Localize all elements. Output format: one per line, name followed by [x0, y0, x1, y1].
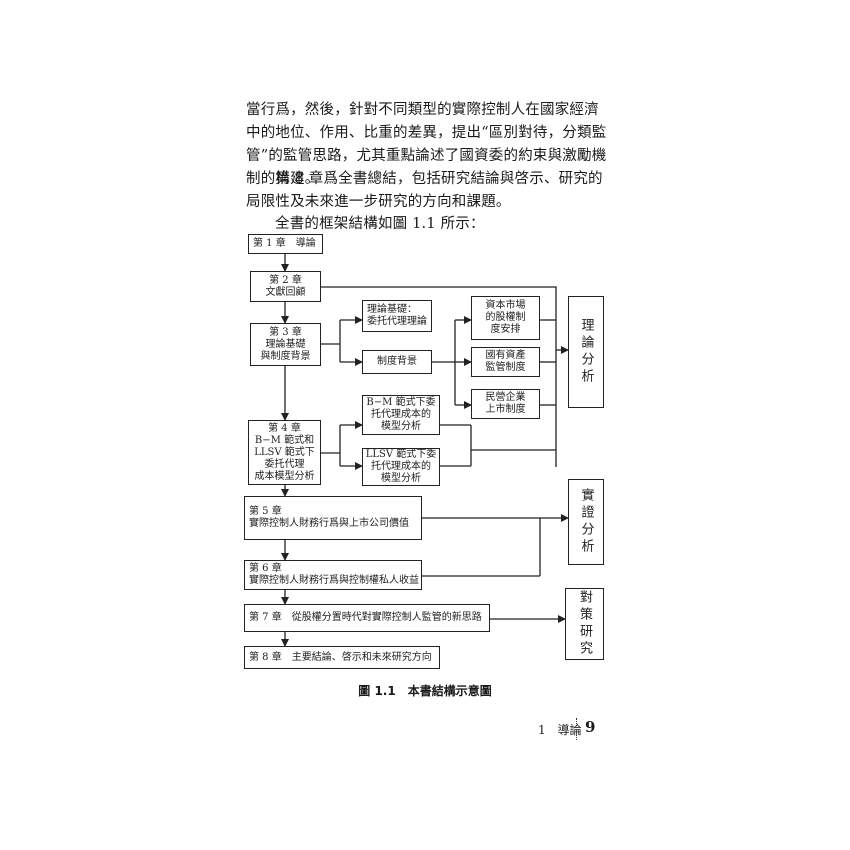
capital-market-line2: 的股權制: [485, 312, 526, 323]
box-bm-model: B−M 範式下委 托代理成本的 模型分析: [362, 395, 440, 435]
chapter-4-title-line2: LLSV 範式下: [254, 446, 315, 458]
private-listing-line1: 民營企業: [485, 392, 526, 403]
box-empirical-analysis: 實證分析: [568, 479, 604, 565]
box-chapter-4: 第 4 章 B−M 範式和 LLSV 範式下 委托代理 成本模型分析: [248, 420, 321, 485]
chapter-3-title-line2: 與制度背景: [260, 350, 311, 362]
theory-basis-line1: 理論基礎：: [367, 304, 417, 315]
box-policy-research: 對策研究: [565, 588, 604, 660]
capital-market-line1: 資本市場: [485, 300, 526, 311]
box-chapter-6: 第 6 章 實際控制人財務行爲與控制權私人收益: [244, 560, 422, 590]
bm-model-line3: 模型分析: [381, 421, 421, 432]
capital-market-line3: 度安排: [490, 324, 521, 335]
box-private-listing: 民營企業 上市制度: [471, 389, 540, 419]
box-theory-analysis: 理論分析: [568, 296, 604, 408]
box-chapter-5: 第 5 章 實際控制人財務行爲與上市公司價值: [244, 496, 422, 540]
footer-page-number: 9: [585, 718, 596, 736]
box-chapter-1: 第 1 章 導論: [248, 234, 323, 254]
box-llsv-model: LLSV 範式下委 托代理成本的 模型分析: [362, 448, 440, 486]
llsv-model-line3: 模型分析: [381, 473, 421, 484]
chapter-2-title: 文獻回顧: [265, 286, 306, 298]
chapter-3-number: 第 3 章: [269, 326, 302, 338]
paragraph-intro: 當行爲，然後，針對不同類型的實際控制人在國家經濟中的地位、作用、比重的差異，提出…: [246, 102, 607, 187]
box-capital-market: 資本市場 的股權制 度安排: [471, 296, 540, 340]
chapter-4-number: 第 4 章: [268, 422, 301, 434]
box-chapter-2: 第 2 章 文獻回顧: [250, 271, 321, 302]
chapter-5-title: 實際控制人財務行爲與上市公司價值: [249, 518, 409, 529]
state-assets-line2: 監管制度: [485, 362, 526, 373]
chapter-4-title-line1: B−M 範式和: [254, 434, 315, 446]
box-chapter-3: 第 3 章 理論基礎 與制度背景: [250, 323, 321, 366]
paragraph-chapter8: 第 8 章爲全書總結，包括研究結論與啓示、研究的局限性及未來進一步研究的方向和課…: [246, 171, 603, 210]
llsv-model-line1: LLSV 範式下委: [365, 449, 437, 460]
bm-model-line2: 托代理成本的: [371, 409, 431, 420]
figure-caption: 圖 1.1 本書結構示意圖: [358, 684, 492, 698]
box-chapter-7: 第 7 章 從股權分置時代對實際控制人監管的新思路: [244, 604, 490, 632]
box-chapter-8: 第 8 章 主要結論、啓示和未來研究方向: [244, 646, 440, 669]
chapter-2-number: 第 2 章: [269, 274, 302, 286]
box-institutional-background: 制度背景: [362, 350, 432, 374]
state-assets-line1: 國有資產: [485, 350, 526, 361]
chapter-5-number: 第 5 章: [249, 506, 282, 517]
theory-basis-line2: 委托代理理論: [367, 316, 427, 327]
chapter-4-title-line4: 成本模型分析: [254, 470, 315, 482]
chapter-4-title-line3: 委托代理: [264, 458, 305, 470]
chapter-6-number: 第 6 章: [249, 563, 282, 574]
footer-chapter: 1 導論: [538, 723, 582, 737]
box-theory-basis: 理論基礎： 委托代理理論: [362, 300, 432, 332]
bm-model-line1: B−M 範式下委: [366, 397, 436, 408]
footer-divider: [576, 718, 577, 740]
box-state-assets: 國有資產 監管制度: [471, 347, 540, 377]
paragraph-figure-intro: 全書的框架結構如圖 1.1 所示：: [275, 216, 485, 232]
private-listing-line2: 上市制度: [485, 404, 526, 415]
chapter-6-title: 實際控制人財務行爲與控制權私人收益: [249, 575, 419, 586]
llsv-model-line2: 托代理成本的: [371, 461, 431, 472]
chapter-3-title-line1: 理論基礎: [265, 338, 306, 350]
